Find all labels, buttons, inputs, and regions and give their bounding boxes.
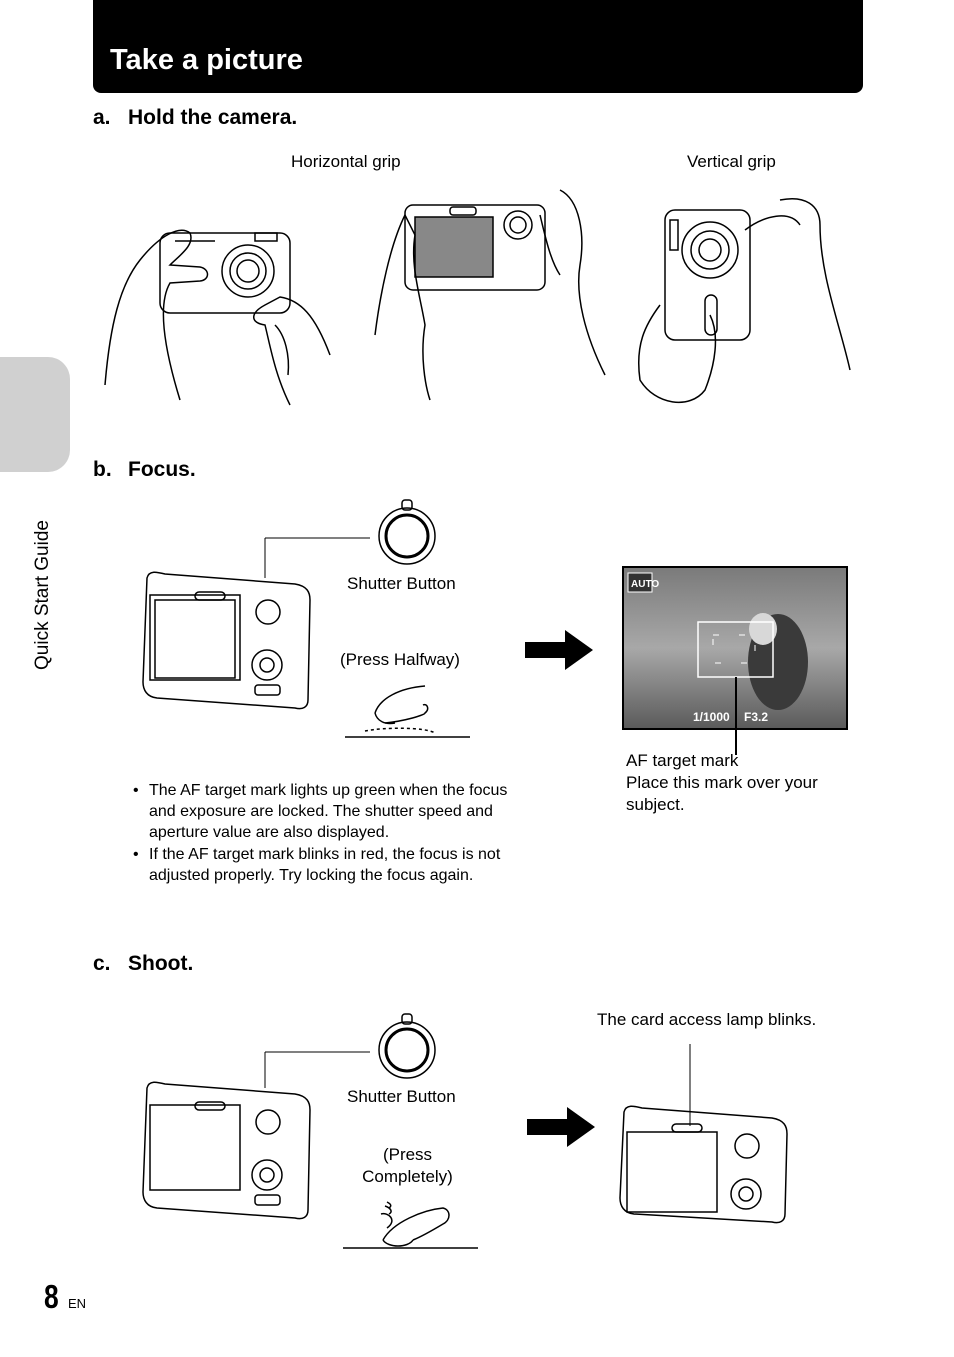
lcd-aperture: F3.2 — [744, 710, 768, 724]
horizontal-grip-front-illustration — [104, 229, 331, 406]
vertical-grip-caption: Vertical grip — [687, 152, 776, 171]
focus-note: The AF target mark lights up green when … — [133, 780, 518, 843]
camera-back-icon — [142, 1081, 311, 1220]
shutter-dial-icon — [378, 499, 436, 565]
arrow-right-focus — [525, 630, 593, 670]
lcd-mode-icon: AUTO — [631, 579, 659, 590]
af-caption: AF target mark Place this mark over your… — [626, 750, 818, 816]
hand-icon — [637, 198, 851, 404]
section-a-heading: a. Hold the camera. — [93, 106, 297, 130]
af-caption-line3: subject. — [626, 795, 685, 814]
section-a-letter: a. — [93, 106, 111, 129]
hand-icon — [104, 229, 331, 406]
side-tab-label-container: Quick Start Guide — [32, 490, 62, 680]
page-title: Take a picture — [110, 44, 303, 76]
auto-mode-icon — [627, 572, 653, 593]
press-halfway-label: (Press Halfway) — [340, 650, 460, 669]
shutter-button-label-b: Shutter Button — [347, 574, 456, 593]
page-language: EN — [68, 1296, 87, 1311]
section-c-heading: c. Shoot. — [93, 952, 193, 976]
press-completely-line2: Completely) — [362, 1167, 453, 1186]
press-completely-line1: (Press — [382, 1145, 433, 1164]
finger-press-icon — [343, 1201, 478, 1249]
section-c-title: Shoot. — [128, 952, 194, 975]
vertical-grip-illustration — [637, 198, 851, 404]
card-access-lamp-caption: The card access lamp blinks. — [597, 1010, 817, 1029]
af-caption-line2: Place this mark over your — [626, 773, 818, 792]
finger-press-halfway-illustration — [345, 685, 470, 738]
side-tab — [0, 357, 70, 472]
arrow-right-icon — [525, 630, 593, 670]
camera-back-icon — [142, 571, 311, 710]
camera-back-icon — [619, 1105, 788, 1224]
arrow-right-icon — [527, 1107, 595, 1147]
section-a-title: Hold the camera. — [128, 106, 298, 129]
hand-icon — [374, 189, 606, 401]
press-completely-label: (Press Completely) — [340, 1144, 475, 1188]
focus-note: If the AF target mark blinks in red, the… — [133, 844, 518, 886]
shutter-dial-icon — [378, 1013, 436, 1079]
lcd-preview-screen: AUTO 1/1000 F3.2 — [622, 566, 848, 755]
af-caption-line1: AF target mark — [626, 751, 739, 770]
section-b-heading: b. Focus. — [93, 458, 196, 482]
camera-front-icon — [664, 209, 751, 341]
arrow-right-shoot — [527, 1107, 595, 1147]
card-lamp-camera-illustration — [619, 1044, 788, 1224]
focus-camera-illustration — [142, 499, 436, 710]
side-tab-label: Quick Start Guide — [32, 520, 53, 670]
finger-press-completely-illustration — [343, 1201, 478, 1249]
finger-press-icon — [345, 685, 470, 738]
shoot-camera-illustration — [142, 1013, 436, 1220]
camera-back-icon — [404, 204, 546, 291]
section-b-title: Focus. — [128, 458, 196, 481]
focus-notes-list: The AF target mark lights up green when … — [133, 780, 518, 887]
shutter-button-label-c: Shutter Button — [347, 1087, 456, 1106]
lcd-shutter-speed: 1/1000 — [693, 710, 730, 724]
horizontal-grip-caption: Horizontal grip — [291, 152, 401, 171]
section-b-letter: b. — [93, 458, 112, 481]
camera-front-icon — [159, 232, 291, 314]
title-bar: Take a picture — [93, 0, 863, 93]
page-number: 8 — [44, 1278, 59, 1315]
section-c-letter: c. — [93, 952, 111, 975]
horizontal-grip-back-illustration — [374, 189, 606, 401]
